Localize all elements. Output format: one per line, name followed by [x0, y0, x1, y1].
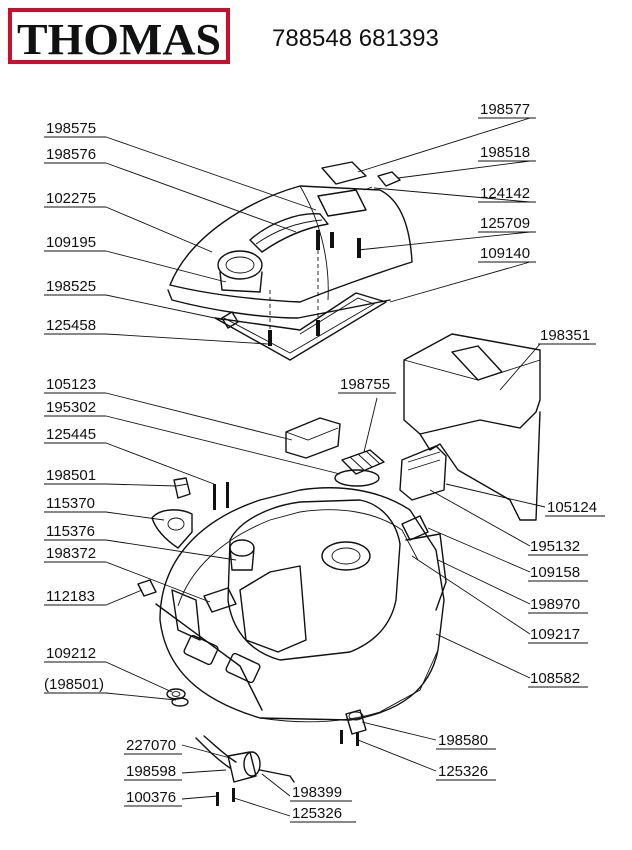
part-label-198575: 198575 [46, 120, 96, 137]
part-label-109212: 109212 [46, 645, 96, 662]
part-label-125326: 125326 [438, 763, 488, 780]
part-label-198399: 198399 [292, 784, 342, 801]
filter-parts-drawing [285, 417, 447, 541]
part-label-100376: 100376 [126, 789, 176, 806]
part-label-125458: 125458 [46, 317, 96, 334]
part-label-198970: 198970 [530, 596, 580, 613]
part-label-198372: 198372 [46, 545, 96, 562]
part-label-125326-lower: 125326 [292, 805, 342, 822]
part-label-112183: 112183 [46, 588, 95, 605]
part-label-125709: 125709 [480, 215, 530, 232]
part-label-124142: 124142 [480, 185, 530, 202]
part-label-198501-ref: (198501) [44, 676, 104, 693]
hardware-drawing [137, 477, 367, 806]
part-label-115376: 115376 [46, 523, 95, 540]
lid-assembly-drawing [167, 161, 413, 361]
part-label-109140: 109140 [480, 245, 530, 262]
part-label-227070: 227070 [126, 737, 176, 754]
part-label-198577: 198577 [480, 101, 530, 118]
logo-text: THOMAS [17, 15, 221, 64]
thomas-logo: THOMAS [8, 8, 230, 64]
part-label-115370: 115370 [46, 495, 95, 512]
part-label-198501: 198501 [46, 467, 96, 484]
part-label-198755: 198755 [340, 376, 390, 393]
part-label-195302: 195302 [46, 399, 96, 416]
part-label-108582: 108582 [530, 670, 580, 687]
cover-198351-drawing [403, 333, 541, 521]
part-label-105123: 105123 [46, 376, 96, 393]
part-label-109217: 109217 [530, 626, 580, 643]
part-label-125445: 125445 [46, 426, 96, 443]
leader-lines [105, 117, 546, 817]
part-labels: 198577 198575 198518 198576 102275 12414… [44, 101, 597, 822]
label-underlines [44, 117, 605, 823]
part-label-198525: 198525 [46, 278, 96, 295]
part-label-105124: 105124 [547, 499, 597, 516]
part-label-198598: 198598 [126, 763, 176, 780]
part-label-195132: 195132 [530, 538, 580, 555]
part-label-198580: 198580 [438, 732, 488, 749]
part-label-198518: 198518 [480, 144, 530, 161]
part-label-198576: 198576 [46, 146, 96, 163]
main-body-drawing [155, 487, 447, 723]
model-numbers: 788548 681393 [272, 25, 439, 52]
part-label-109158: 109158 [530, 564, 580, 581]
part-label-109195: 109195 [46, 234, 96, 251]
part-label-198351: 198351 [540, 327, 590, 344]
part-label-102275: 102275 [46, 190, 96, 207]
